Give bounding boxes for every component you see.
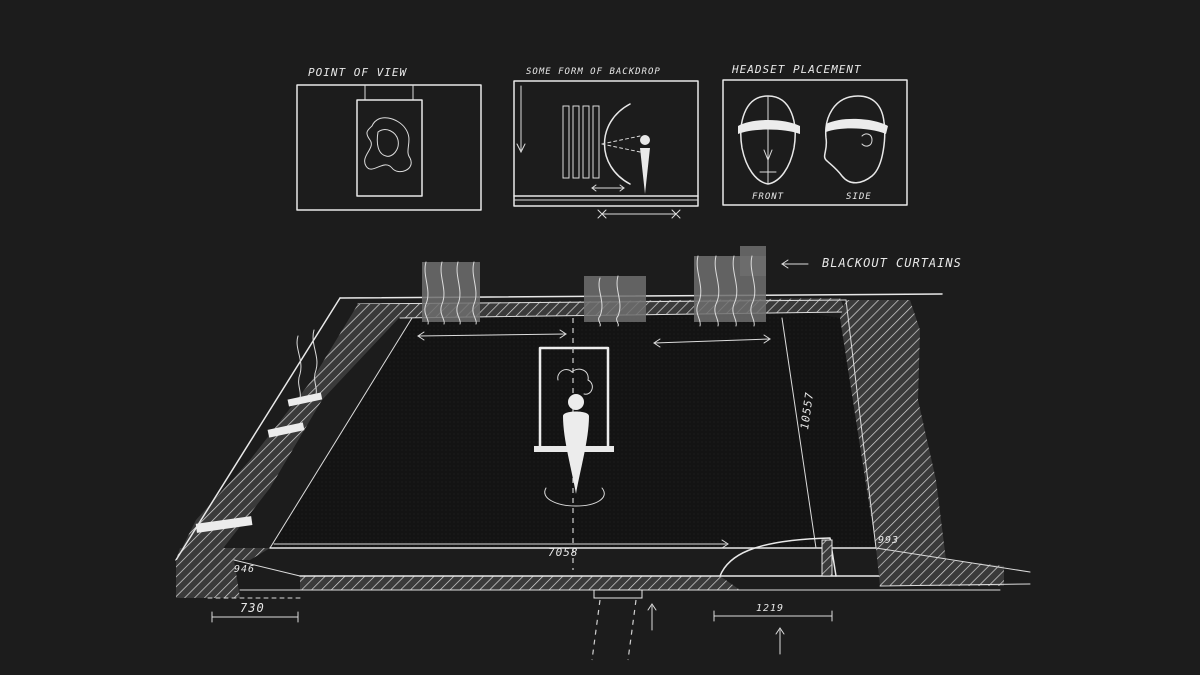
backdrop-curve (603, 103, 631, 185)
backdrop-panel: SOME FORM OF BACKDROP (513, 67, 699, 219)
dim-right-label: 993 (878, 535, 899, 546)
viewer-body-plan-icon (563, 411, 589, 494)
dim-door-label: 1219 (756, 603, 784, 614)
viewer-head-plan-icon (568, 394, 584, 410)
viewer-rotation-arc (544, 487, 605, 507)
right-wall (840, 300, 1004, 586)
front-label: FRONT (752, 192, 784, 202)
viewer-head-icon (640, 135, 650, 145)
backdrop-label: SOME FORM OF BACKDROP (526, 67, 661, 77)
bottom-wall (300, 576, 740, 590)
backdrop-slats (562, 105, 600, 179)
curtain-center (584, 276, 646, 322)
backdrop-frame (513, 80, 699, 207)
dim-left-upper-label: 946 (234, 564, 255, 575)
point-of-view-panel: POINT OF VIEW (296, 66, 482, 211)
floor-plan: BLACKOUT CURTAINS 7058 10557 993 946 730 (175, 246, 1031, 661)
viewer-body-icon (640, 148, 650, 194)
dim-width-label: 7058 (548, 546, 579, 559)
artwork-frame (356, 99, 423, 197)
side-label: SIDE (846, 192, 872, 202)
head-front-icon (740, 95, 796, 185)
blackout-curtains (296, 246, 771, 399)
point-of-view-frame (296, 84, 482, 211)
curtain-left (422, 262, 480, 322)
entry-opening (591, 589, 657, 661)
dim-left-lower-label: 730 (240, 601, 265, 615)
point-of-view-label: POINT OF VIEW (308, 66, 407, 79)
headset-strap-side (826, 118, 888, 134)
headset-panel: HEADSET PLACEMENT FRONT SIDE (722, 63, 908, 206)
artwork-squiggle (364, 117, 412, 173)
headset-strap-front (738, 120, 800, 134)
blackout-curtains-label: BLACKOUT CURTAINS (822, 256, 962, 270)
head-side-icon (823, 95, 886, 184)
dimensions: 7058 10557 993 946 730 1219 (207, 391, 899, 655)
headset-frame (722, 79, 908, 206)
door-swing (719, 537, 837, 577)
dim-depth-label: 10557 (798, 391, 816, 431)
headset-label: HEADSET PLACEMENT (731, 63, 862, 76)
